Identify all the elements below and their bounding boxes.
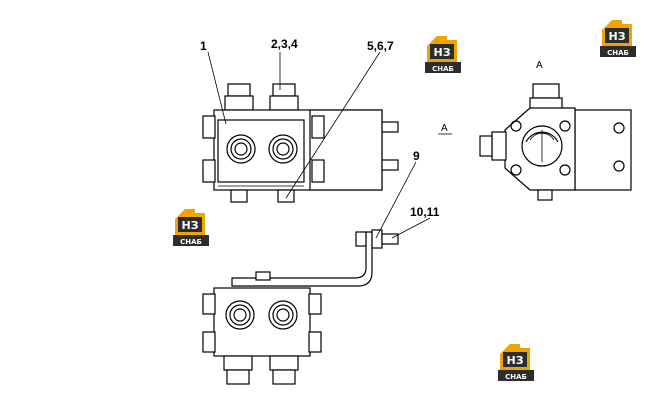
label-part-9: 9 [413, 149, 420, 163]
svg-text:НЗ: НЗ [181, 219, 198, 232]
svg-text:СНАБ: СНАБ [180, 238, 202, 246]
svg-text:СНАБ: СНАБ [432, 65, 454, 73]
label-part-5-6-7: 5,6,7 [367, 39, 394, 53]
side-view-a [479, 83, 632, 201]
watermark-logo: НЗ СНАБ [425, 36, 461, 73]
svg-text:СНАБ: СНАБ [505, 373, 527, 381]
svg-text:НЗ: НЗ [506, 354, 523, 367]
bottom-view [202, 229, 399, 385]
watermark-logo: НЗ СНАБ [173, 209, 209, 246]
label-part-1: 1 [200, 39, 207, 53]
leader-lines [207, 51, 452, 239]
svg-text:НЗ: НЗ [433, 46, 450, 59]
front-view [202, 83, 399, 203]
svg-text:НЗ: НЗ [608, 30, 625, 43]
watermark-logo: НЗ СНАБ [498, 344, 534, 381]
label-view-a-arrow: A [441, 123, 448, 134]
label-part-2-3-4: 2,3,4 [271, 37, 298, 51]
watermark-logo: НЗ СНАБ [600, 20, 636, 57]
label-part-10-11: 10,11 [410, 205, 440, 219]
svg-text:СНАБ: СНАБ [607, 49, 629, 57]
label-view-a-title: A [536, 60, 543, 71]
